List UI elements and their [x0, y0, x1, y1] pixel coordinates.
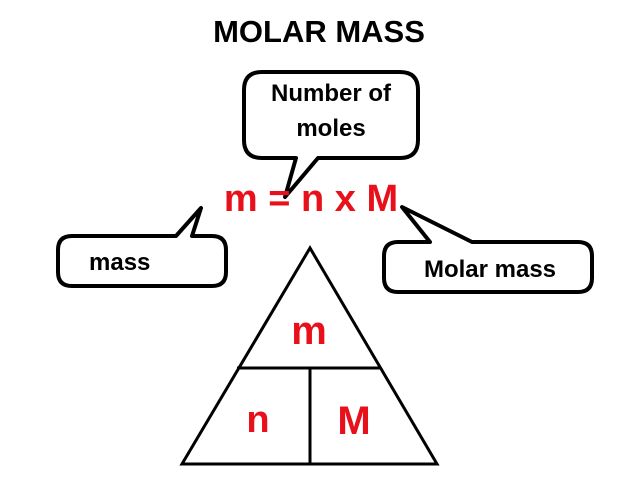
moles-callout-line1: Number of [271, 80, 392, 107]
moles-callout-bubble [242, 70, 420, 199]
triangle-top-symbol: m [291, 309, 327, 353]
mass-callout-label: mass [89, 249, 150, 276]
molar-mass-callout-label: Molar mass [424, 256, 556, 283]
mass-callout-bubble [56, 206, 228, 288]
moles-callout-line2: moles [296, 115, 365, 142]
triangle-bottom-right-symbol: M [337, 399, 370, 443]
formula: m = n x M [224, 178, 398, 220]
triangle-bottom-left-symbol: n [246, 399, 269, 441]
molar-mass-callout-bubble [382, 205, 594, 294]
page-title: MOLAR MASS [213, 14, 425, 49]
